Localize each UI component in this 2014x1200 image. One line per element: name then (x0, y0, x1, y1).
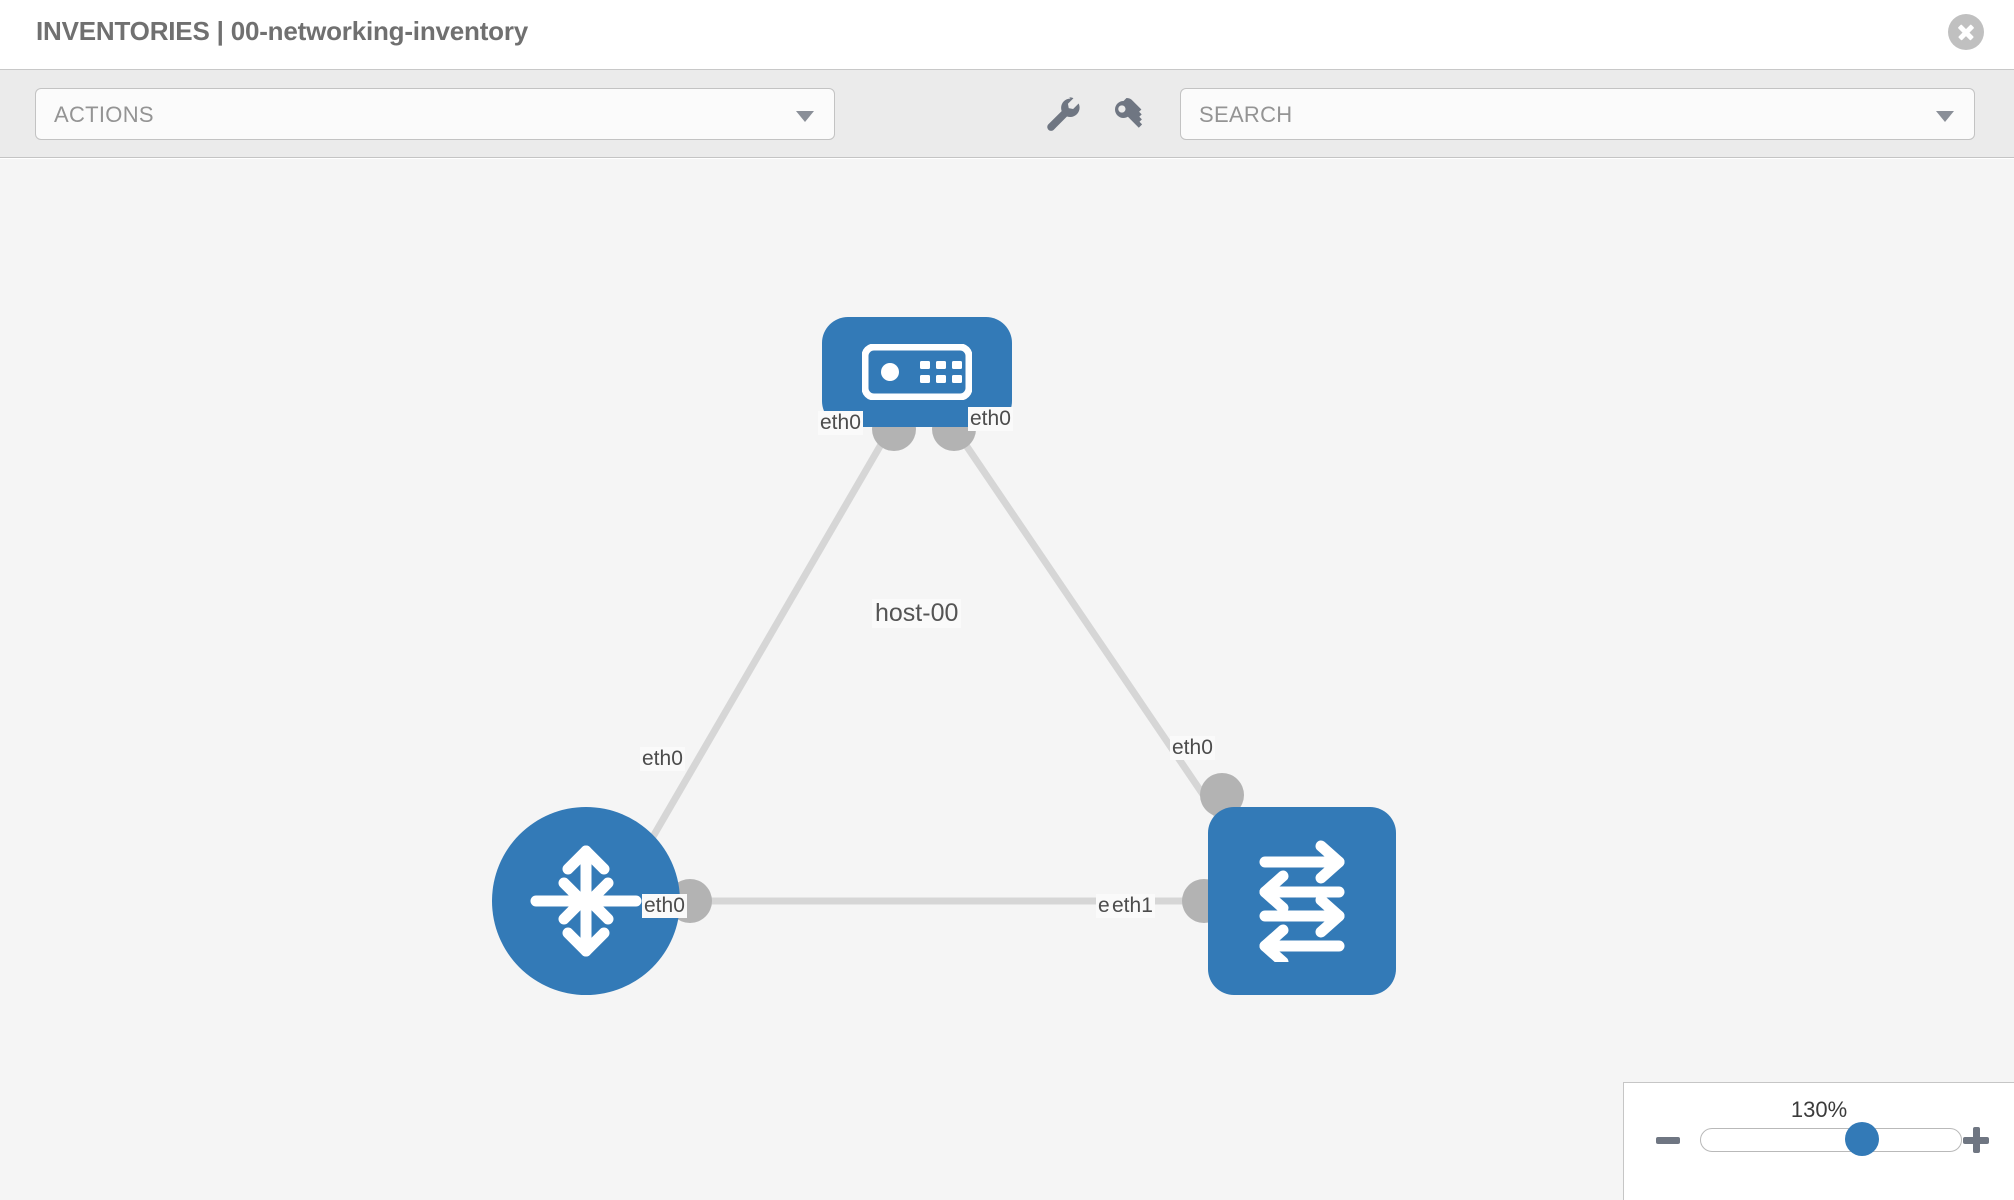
zoom-level-label: 130% (1790, 1097, 1848, 1122)
switch-arrows-icon (1208, 807, 1396, 995)
wrench-icon[interactable] (1040, 92, 1084, 136)
node-switch-00-shape (1208, 807, 1396, 995)
chevron-down-icon (796, 111, 814, 122)
port-label-switch-up: eth0 (1170, 736, 1215, 760)
search-input[interactable]: SEARCH (1180, 88, 1975, 140)
server-icon (822, 317, 1012, 427)
zoom-out-button[interactable] (1656, 1137, 1680, 1144)
actions-dropdown[interactable]: ACTIONS (35, 88, 835, 140)
port-label-switch-left: eth1 (1110, 894, 1155, 918)
topology-canvas[interactable]: host-00 eth0 eth0 (0, 159, 2014, 1200)
search-placeholder: SEARCH (1199, 102, 1293, 127)
chevron-down-icon[interactable] (1936, 111, 1954, 122)
page-title: INVENTORIES | 00-networking-inventory (36, 16, 529, 46)
close-icon[interactable] (1948, 14, 1984, 50)
topology-links (636, 427, 1243, 905)
node-switch-00[interactable]: switch-00 (1208, 807, 1396, 995)
port-label-host-left: eth0 (818, 411, 863, 435)
port-label-host-right: eth0 (968, 407, 1013, 431)
link-host-router (636, 427, 894, 861)
router-arrows-icon (492, 807, 680, 995)
zoom-in-button[interactable] (1963, 1127, 1989, 1153)
node-router-00[interactable]: router-00 (492, 807, 680, 995)
page-header: INVENTORIES | 00-networking-inventory (0, 0, 2014, 70)
port-label-router-up: eth0 (642, 894, 687, 918)
actions-dropdown-label: ACTIONS (54, 102, 154, 127)
port-label-router-uplink: eth0 (640, 747, 685, 771)
zoom-control-panel: 130% (1623, 1082, 2014, 1200)
toolbar: ACTIONS SEARCH (0, 70, 2014, 158)
zoom-slider[interactable] (1700, 1122, 1962, 1156)
zoom-slider-thumb[interactable] (1845, 1122, 1880, 1156)
link-host-switch (952, 427, 1243, 851)
key-icon[interactable] (1108, 92, 1152, 136)
node-host-00-label: host-00 (872, 599, 962, 628)
